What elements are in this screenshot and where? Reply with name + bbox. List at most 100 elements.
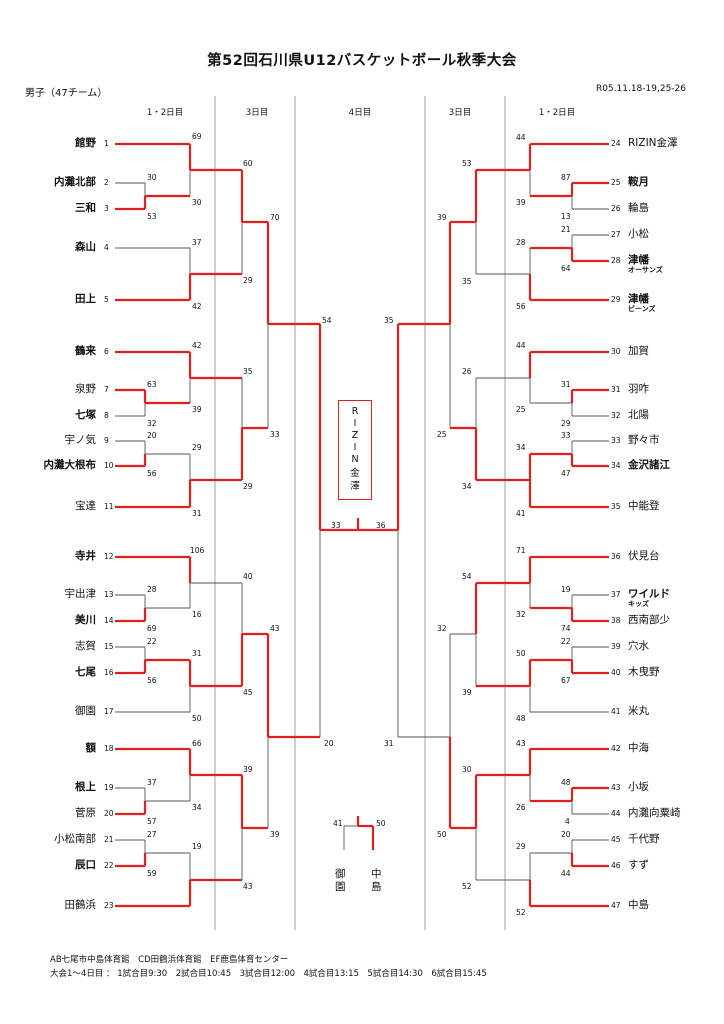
team-name-text: すず (628, 859, 649, 871)
right-team-name: 中能登 (628, 500, 660, 512)
left-team-name: 美川 (75, 614, 96, 626)
game-score: 28 (147, 585, 157, 594)
game-score: 30 (192, 198, 202, 207)
right-team-name: 穴水 (628, 640, 649, 652)
right-team-name: 羽咋 (628, 383, 649, 395)
champion-char: 金 (350, 468, 360, 479)
game-score: 22 (147, 637, 157, 646)
left-team-name: 内灘北部 (54, 176, 96, 188)
team-name-text: 津幡 (628, 293, 649, 305)
right-team-name: すず (628, 859, 649, 871)
game-score: 66 (192, 739, 202, 748)
right-team-number: 31 (611, 385, 621, 394)
game-score: 32 (437, 624, 447, 633)
right-team-name: 木曳野 (628, 666, 660, 678)
right-team-name: 伏見台 (628, 550, 660, 562)
game-score: 30 (147, 173, 157, 182)
game-score: 26 (462, 367, 472, 376)
right-team-name: 西南部少 (628, 614, 670, 626)
game-score: 35 (462, 277, 472, 286)
right-team-number: 47 (611, 901, 621, 910)
right-team-name: 中島 (628, 899, 649, 911)
game-score: 70 (270, 213, 280, 222)
game-score: 4 (565, 817, 570, 826)
right-team-name: 内灘向粟崎 (628, 807, 681, 819)
left-team-name: 鶴来 (75, 345, 96, 357)
game-score: 67 (561, 676, 571, 685)
right-team-number: 38 (611, 616, 621, 625)
team-name-text: 中能登 (628, 500, 660, 512)
day-header-left-r1: 1・2日目 (146, 108, 184, 118)
left-team-number: 23 (104, 901, 114, 910)
champion-char: I (353, 418, 357, 429)
right-team-name: 津幡オーサンズ (628, 254, 663, 274)
game-score: 34 (462, 482, 472, 491)
champion-char: 澤 (350, 481, 360, 492)
game-score: 52 (516, 908, 526, 917)
game-score: 32 (147, 419, 157, 428)
left-team-name: 宇ノ気 (64, 434, 97, 446)
right-team-name: 北陽 (628, 409, 649, 421)
game-score: 16 (192, 610, 202, 619)
right-team-name: 米丸 (628, 705, 649, 717)
right-team-name: 津幡ビーンズ (628, 293, 656, 313)
game-score: 33 (270, 430, 280, 439)
game-score: 60 (243, 159, 253, 168)
champion-char: R (351, 406, 359, 417)
right-team-name: 小松 (628, 228, 649, 240)
game-score: 48 (516, 714, 526, 723)
champion-box: R I Z I N 金 澤 (338, 400, 372, 500)
game-score: 20 (561, 830, 571, 839)
champion-char: N (351, 454, 359, 465)
footer-schedule: 大会1～4日目 ： 1試合目9:30 2試合目10:45 3試合目12:00 4… (50, 969, 487, 979)
left-team-number: 14 (104, 616, 114, 625)
game-score: 33 (331, 521, 341, 530)
right-team-number: 33 (611, 436, 621, 445)
left-team-name: 三和 (75, 202, 96, 214)
third-place-right-team-1: 中 (371, 868, 382, 880)
third-place-right-team-2: 島 (371, 881, 382, 893)
team-name-text: 穴水 (628, 640, 649, 652)
game-score: 39 (243, 765, 253, 774)
game-score: 53 (462, 159, 472, 168)
game-score: 42 (192, 302, 202, 311)
left-team-name: 志賀 (75, 640, 96, 652)
team-name-text: 北陽 (628, 409, 649, 421)
page-title: 第52回石川県U12バスケットボール秋季大会 (207, 53, 517, 69)
game-score: 22 (561, 637, 571, 646)
game-score: 44 (516, 341, 526, 350)
left-team-number: 10 (104, 461, 114, 470)
game-score: 34 (192, 803, 202, 812)
game-score: 39 (462, 688, 472, 697)
game-score: 54 (322, 316, 332, 325)
game-score: 50 (437, 830, 447, 839)
game-score: 35 (243, 367, 253, 376)
team-name-text: RIZIN金澤 (628, 137, 678, 149)
game-score: 37 (147, 778, 157, 787)
right-team-number: 39 (611, 642, 621, 651)
right-team-name: 小坂 (628, 781, 649, 793)
game-score: 57 (147, 817, 157, 826)
left-team-number: 3 (104, 204, 109, 213)
game-score: 20 (147, 431, 157, 440)
team-name-text: 金沢諸江 (628, 459, 670, 471)
left-team-name: 七尾 (75, 666, 96, 678)
team-name-text: 野々市 (628, 434, 660, 446)
left-team-number: 4 (104, 243, 109, 252)
game-score: 54 (462, 572, 472, 581)
right-team-number: 26 (611, 204, 621, 213)
right-team-name: RIZIN金澤 (628, 137, 678, 149)
game-score: 20 (324, 739, 334, 748)
third-place-left-team-2: 園 (335, 881, 346, 893)
team-subname: キッズ (628, 600, 649, 608)
right-team-number: 29 (611, 295, 621, 304)
left-team-name: 宝達 (75, 500, 96, 512)
left-team-number: 20 (104, 809, 114, 818)
game-score: 25 (516, 405, 526, 414)
left-team-number: 12 (104, 552, 114, 561)
game-score: 69 (147, 624, 157, 633)
game-score: 48 (561, 778, 571, 787)
game-score: 30 (462, 765, 472, 774)
left-team-number: 22 (104, 861, 114, 870)
